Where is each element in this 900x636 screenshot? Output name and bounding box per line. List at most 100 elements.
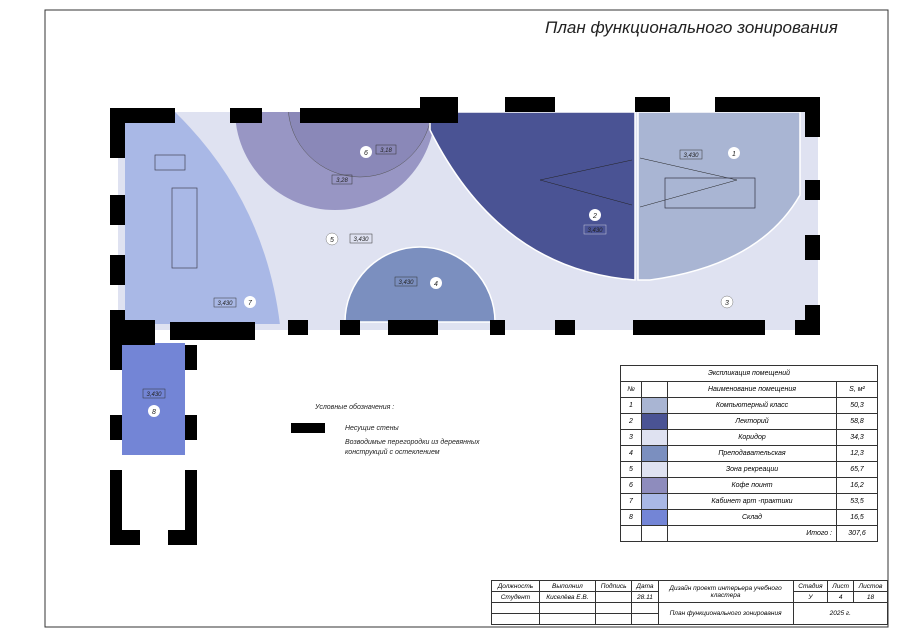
row-name: Склад xyxy=(667,509,837,526)
tb-h-date: Дата xyxy=(631,580,659,592)
total-empty xyxy=(620,525,642,542)
row-num: 8 xyxy=(620,509,642,526)
svg-text:6: 6 xyxy=(364,150,368,157)
load-bearing-walls xyxy=(110,97,820,545)
row-area: 50,3 xyxy=(836,397,878,414)
room-6-coffee-point xyxy=(288,112,432,178)
svg-text:4: 4 xyxy=(434,281,438,288)
desk xyxy=(154,154,186,171)
total-empty xyxy=(641,525,668,542)
tb-date: 28.11 xyxy=(631,591,659,603)
row-name: Зона рекреации xyxy=(667,461,837,478)
tb-h-role: Должность xyxy=(491,580,540,592)
page-title: План функционального зонирования xyxy=(545,18,838,37)
tb-h-sheet: Лист xyxy=(827,580,855,592)
row-color-swatch xyxy=(641,509,668,526)
tb-h-done: Выполнил xyxy=(538,580,596,592)
total-value: 307,6 xyxy=(836,525,878,542)
row-num: 2 xyxy=(620,413,642,430)
explication-title: Экспликация помещений xyxy=(620,365,878,382)
tb-empty xyxy=(538,602,596,614)
conference-table xyxy=(171,187,198,269)
row-num: 1 xyxy=(620,397,642,414)
tb-empty xyxy=(631,602,659,614)
svg-text:2: 2 xyxy=(592,213,597,220)
row-num: 4 xyxy=(620,445,642,462)
tb-empty xyxy=(491,602,540,614)
row-num: 3 xyxy=(620,429,642,446)
row-num: 7 xyxy=(620,493,642,510)
room-8-storage xyxy=(122,343,185,455)
svg-text:5: 5 xyxy=(330,237,334,244)
tb-empty xyxy=(594,602,633,614)
sheet-frame xyxy=(44,9,889,628)
tb-h-stage: Стадия xyxy=(792,580,829,592)
row-num: 5 xyxy=(620,461,642,478)
svg-text:3,430: 3,430 xyxy=(146,392,162,398)
row-area: 12,3 xyxy=(836,445,878,462)
svg-text:3,430: 3,430 xyxy=(217,301,233,307)
row-name: Кофе поинт xyxy=(667,477,837,494)
tb-sign xyxy=(594,591,633,603)
room-markers: 1 3,430 2 3,430 3 4 3,430 5 3,430 6 3,18… xyxy=(142,144,740,417)
tb-sheet-title: План функционального зонирования xyxy=(657,602,794,625)
tb-stage: У xyxy=(792,591,829,603)
row-area: 58,8 xyxy=(836,413,878,430)
row-color-swatch xyxy=(641,493,668,510)
legend-wall-swatch xyxy=(291,423,325,433)
room-1-computer-class xyxy=(637,112,801,281)
tb-empty xyxy=(631,613,659,625)
row-area: 16,5 xyxy=(836,509,878,526)
tb-project: Дизайн проект интерьера учебного кластер… xyxy=(657,580,794,603)
computer-desks xyxy=(664,177,756,209)
tb-empty xyxy=(538,613,596,625)
header-name: Наименование помещения xyxy=(667,381,837,398)
row-color-swatch xyxy=(641,413,668,430)
row-color-swatch xyxy=(641,461,668,478)
tb-h-sign: Подпись xyxy=(594,580,633,592)
svg-text:7: 7 xyxy=(248,300,253,307)
tb-role: Студент xyxy=(491,591,540,603)
svg-text:3,28: 3,28 xyxy=(336,178,348,184)
row-color-swatch xyxy=(641,429,668,446)
header-area: S, м² xyxy=(836,381,878,398)
row-name: Кабинет арт -практики xyxy=(667,493,837,510)
row-name: Лекторий xyxy=(667,413,837,430)
row-area: 53,5 xyxy=(836,493,878,510)
explication-table: Экспликация помещений № Наименование поме… xyxy=(620,365,878,542)
row-color-swatch xyxy=(641,445,668,462)
svg-text:3,430: 3,430 xyxy=(398,280,414,286)
row-name: Компьютерный класс xyxy=(667,397,837,414)
row-area: 16,2 xyxy=(836,477,878,494)
legend-partitions: Возводимые перегородки из деревянных кон… xyxy=(345,439,480,456)
tb-h-sheets: Листов xyxy=(853,580,888,592)
svg-text:1: 1 xyxy=(732,151,736,158)
svg-text:3: 3 xyxy=(725,300,729,307)
row-num: 6 xyxy=(620,477,642,494)
tb-done: Киселёва Е.В. xyxy=(538,591,596,603)
header-num: № xyxy=(620,381,642,398)
row-color-swatch xyxy=(641,477,668,494)
svg-text:3,430: 3,430 xyxy=(353,237,369,243)
room-7-art-studio xyxy=(125,112,280,324)
tb-sheets: 18 xyxy=(853,591,888,603)
legend-title: Условные обозначения : xyxy=(315,404,395,411)
svg-text:8: 8 xyxy=(152,409,156,416)
legend-walls: Несущие стены xyxy=(345,425,399,432)
header-color xyxy=(641,381,668,398)
room-2-lecture-hall xyxy=(429,112,636,281)
tb-sheet: 4 xyxy=(827,591,855,603)
row-area: 65,7 xyxy=(836,461,878,478)
total-label: Итого : xyxy=(667,525,837,542)
tb-empty xyxy=(491,613,540,625)
